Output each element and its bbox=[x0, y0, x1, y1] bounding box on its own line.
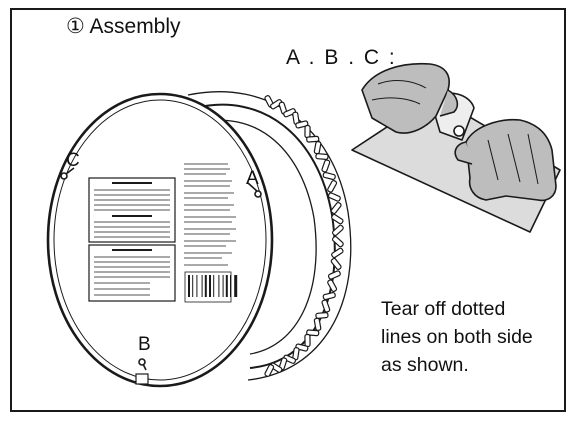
light-bulb bbox=[330, 257, 342, 271]
barcode-bar bbox=[196, 275, 198, 297]
light-bulb bbox=[315, 312, 329, 319]
instruction-text: Tear off dotted lines on both side as sh… bbox=[381, 295, 533, 379]
light-bulb bbox=[269, 99, 283, 110]
wreath-front-disc bbox=[46, 92, 274, 388]
barcode-bar bbox=[192, 275, 194, 297]
barcode-bar bbox=[213, 275, 215, 297]
hands-tearing-paper-icon bbox=[351, 62, 561, 233]
light-bulb bbox=[315, 153, 329, 160]
step-labels: A . B . C : bbox=[286, 46, 397, 69]
light-bulb bbox=[283, 354, 297, 364]
light-bulb bbox=[327, 179, 338, 193]
light-bulb bbox=[331, 213, 344, 225]
light-bulb bbox=[321, 159, 331, 173]
barcode-bar bbox=[201, 275, 203, 297]
light-bulb bbox=[322, 291, 336, 301]
light-bulb bbox=[327, 192, 341, 202]
light-bulb bbox=[330, 201, 342, 215]
light-bulb bbox=[313, 141, 322, 155]
barcode-bar bbox=[225, 275, 228, 297]
barcode-bar bbox=[234, 275, 238, 297]
disc-text-column bbox=[184, 163, 236, 266]
light-bulb bbox=[327, 270, 341, 280]
light-bulb bbox=[331, 224, 344, 237]
barcode-bar bbox=[230, 275, 231, 297]
light-bulb bbox=[331, 235, 344, 248]
specification-label bbox=[88, 177, 176, 302]
instruction-line: lines on both side bbox=[381, 326, 533, 348]
instruction-line: Tear off dotted bbox=[381, 298, 506, 320]
barcode-bar bbox=[204, 275, 207, 297]
light-bulb bbox=[321, 299, 331, 313]
assembly-title: ① Assembly bbox=[66, 15, 181, 38]
light-bulb bbox=[304, 124, 311, 139]
light-bulb bbox=[313, 317, 322, 331]
point-label-a: A bbox=[246, 168, 259, 189]
light-bulb bbox=[264, 364, 275, 377]
light-bulb bbox=[304, 333, 311, 348]
wreath-light-ring-icon bbox=[187, 91, 352, 381]
light-bulb bbox=[327, 279, 338, 293]
light-bulb bbox=[283, 108, 297, 118]
barcode-bar bbox=[209, 275, 211, 297]
barcode-icon bbox=[184, 271, 238, 303]
point-label-c: C bbox=[66, 150, 80, 171]
light-bulb bbox=[306, 329, 320, 337]
barcode-bar bbox=[218, 275, 220, 297]
light-bulb bbox=[306, 135, 320, 143]
barcode-bar bbox=[222, 275, 224, 297]
point-label-b: B bbox=[138, 334, 151, 355]
instruction-line: as shown. bbox=[381, 354, 469, 376]
barcode-bar bbox=[188, 275, 190, 297]
tear-point-pin-icon bbox=[60, 167, 262, 385]
light-bulb bbox=[331, 247, 344, 259]
light-bulb bbox=[322, 171, 336, 181]
